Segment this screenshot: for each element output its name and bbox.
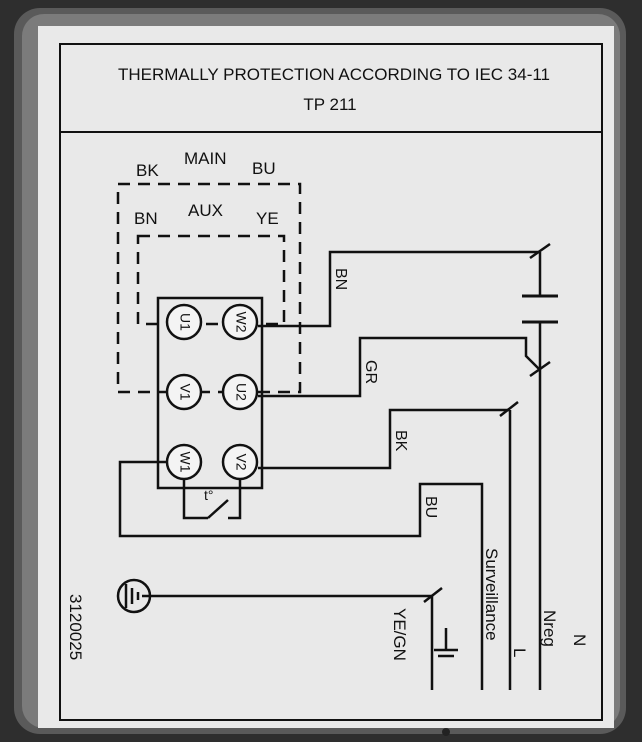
terminal-v2: V2 [221,443,259,481]
aux-right-label: YE [256,209,279,228]
main-right-label: BU [252,159,276,178]
terminal-w2: W2 [221,303,259,341]
neutral-label: N [570,634,589,646]
aux-winding-box [136,234,286,326]
wire-bu-label: BU [422,496,439,518]
aux-left-label: BN [134,209,158,228]
terminal-w1: W1 [165,443,203,481]
terminal-block [156,296,264,490]
capacitor-icon [522,294,558,324]
nreg-label: Nreg [540,610,559,647]
header-title-line1: THERMALLY PROTECTION ACCORDING TO IEC 34… [118,65,550,84]
thermal-protector-switch [182,480,242,520]
ground-label: YE/GN [390,608,409,661]
part-number: 3120025 [66,594,85,660]
main-label: MAIN [184,149,227,168]
terminal-u1-label: U1 [177,313,193,331]
wire-bn-label: BN [332,268,349,290]
ground-icon [116,578,152,614]
screw-icon [442,728,450,736]
wire-bk-label: BK [392,430,409,452]
surveillance-label: Surveillance [482,548,501,641]
terminal-v1: V1 [165,373,203,411]
aux-label: AUX [188,201,223,220]
terminal-w1-label: W1 [177,452,193,473]
label-border [59,43,603,721]
line-label: L [510,648,529,657]
wiring-lines [118,242,551,690]
terminal-w2-label: W2 [233,312,249,333]
wire-gr-label: GR [362,360,379,384]
thermal-label: t° [204,487,214,503]
terminal-u1: U1 [165,303,203,341]
earth-terminal-icon [434,628,458,658]
terminal-u2-label: U2 [233,383,249,401]
header-title-line2: TP 211 [303,95,356,114]
main-left-label: BK [136,161,159,180]
main-winding-box [116,182,302,394]
terminal-u2: U2 [221,373,259,411]
terminal-v1-label: V1 [177,383,193,400]
terminal-v2-label: V2 [233,453,249,470]
